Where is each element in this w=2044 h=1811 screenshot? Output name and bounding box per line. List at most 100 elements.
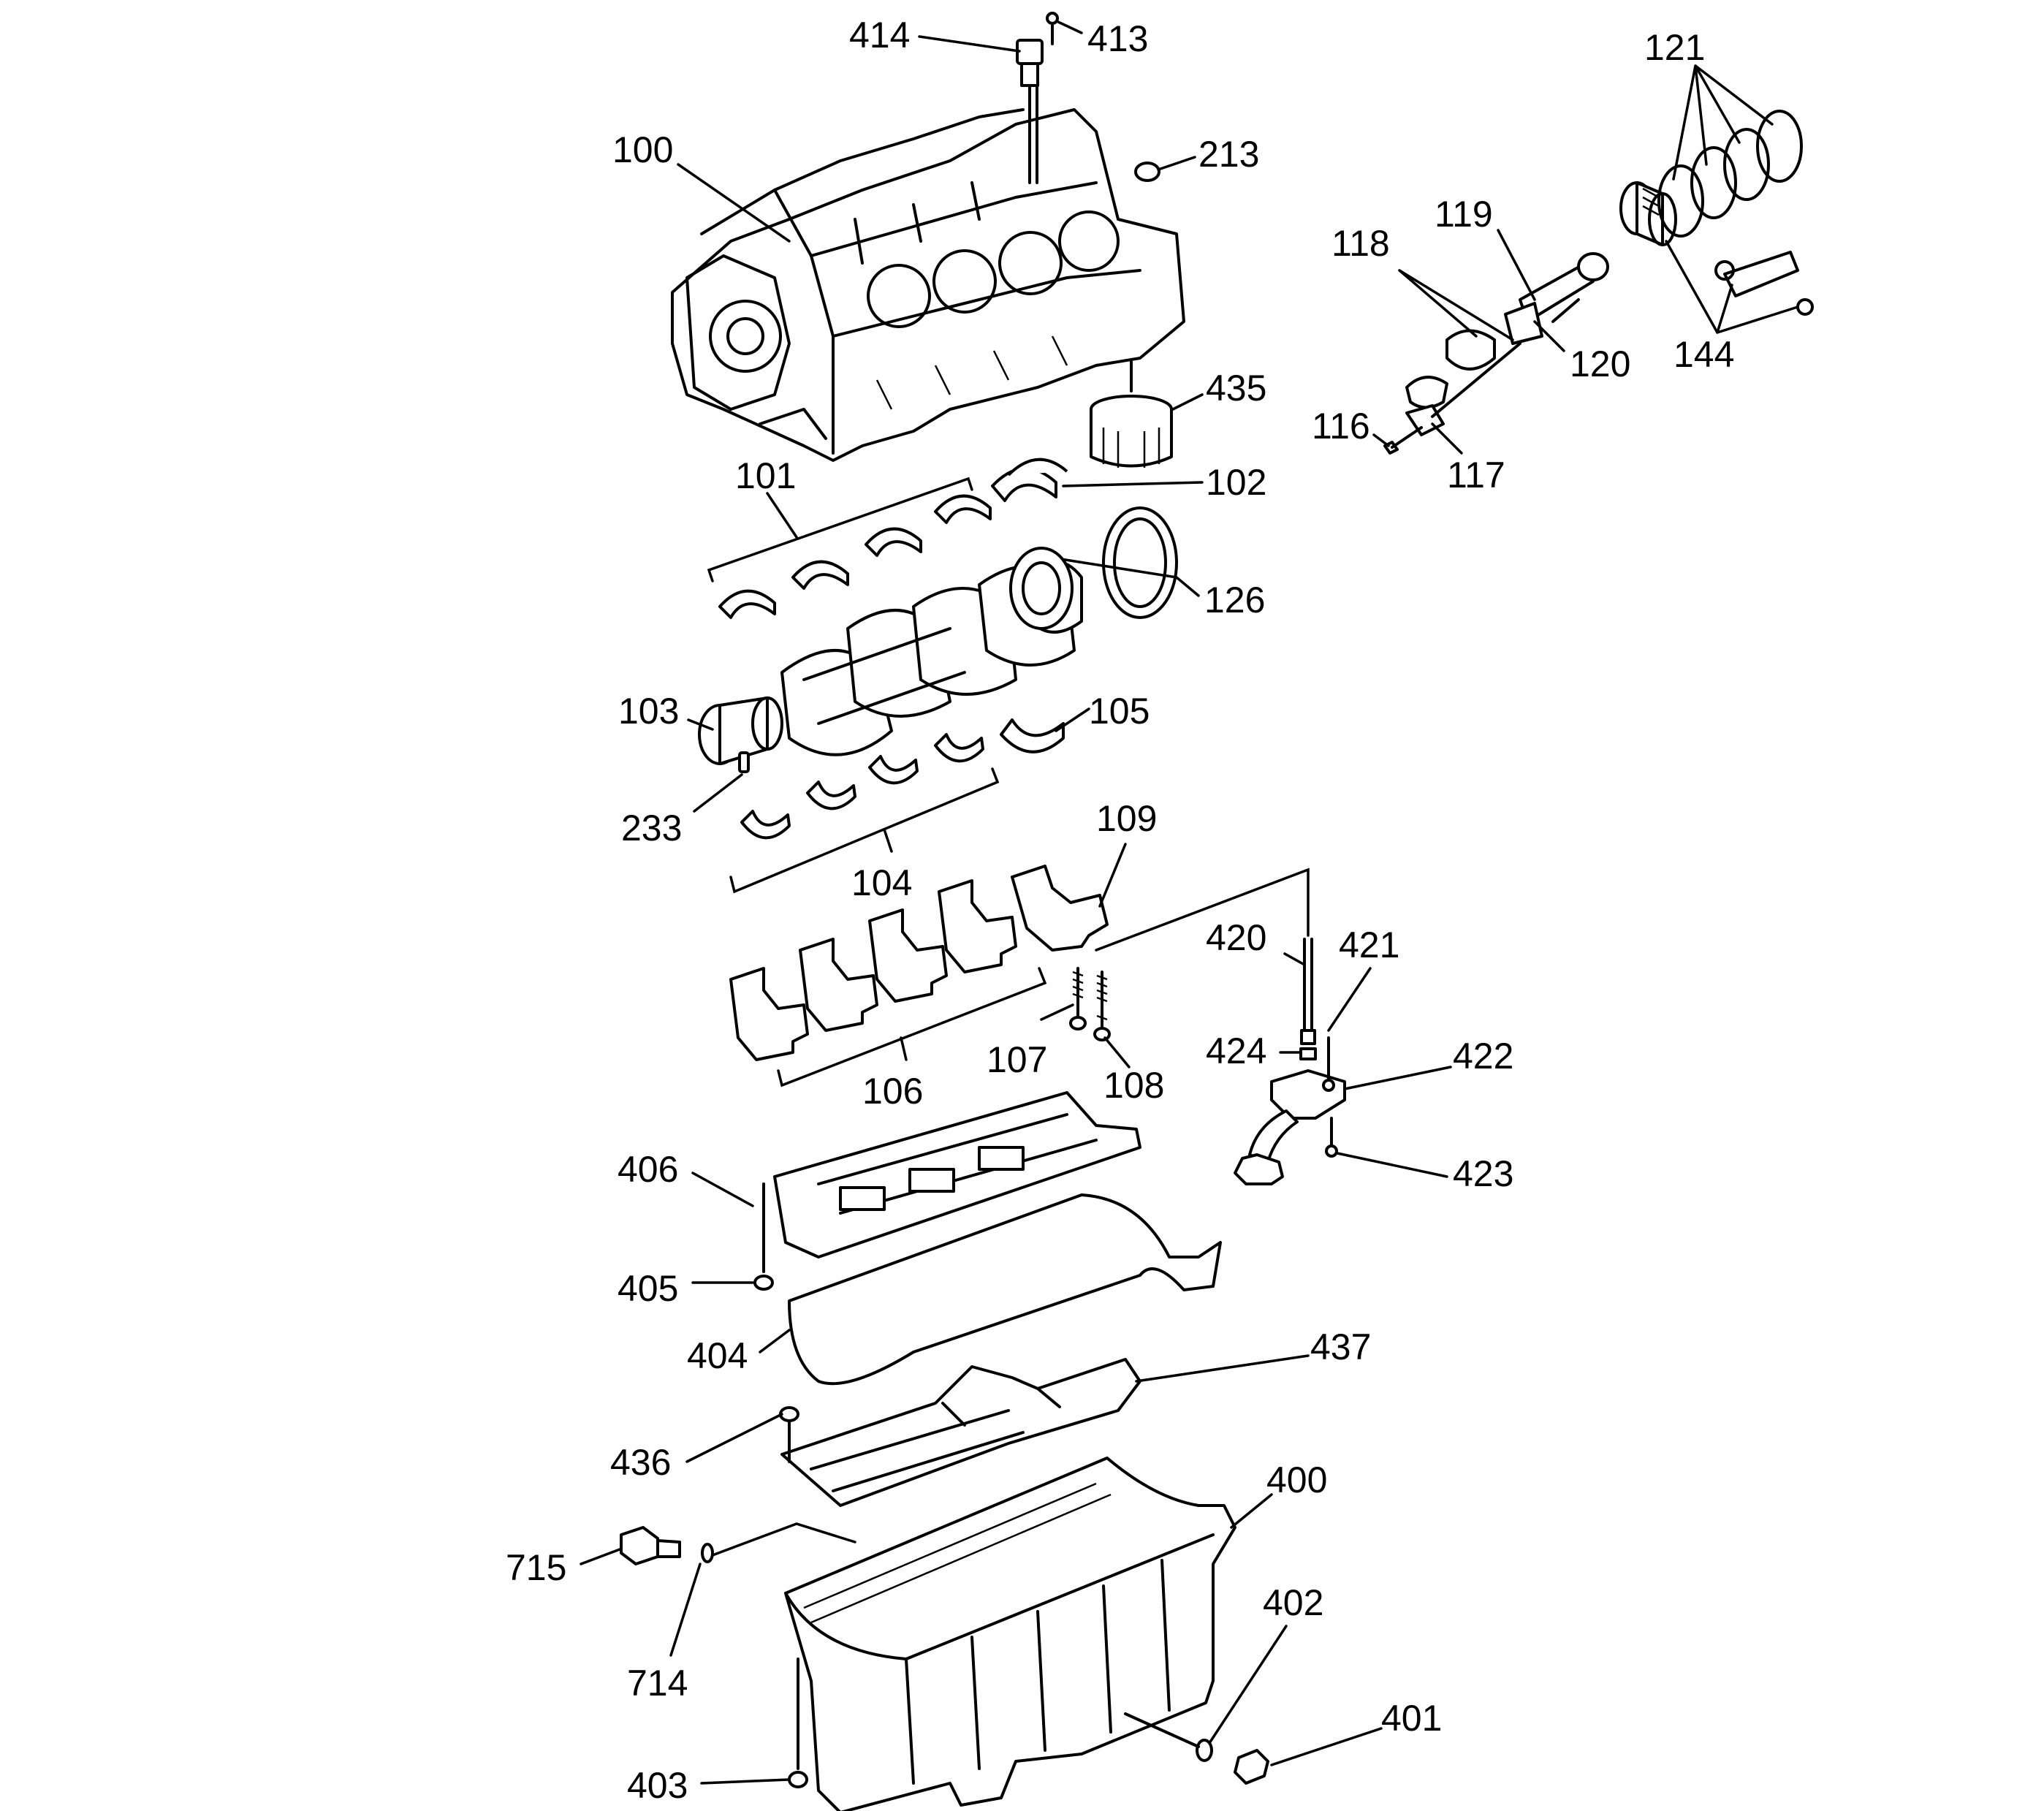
callout-405: 405 bbox=[618, 1268, 678, 1309]
oil-baffle-part bbox=[773, 1091, 1141, 1258]
callout-413: 413 bbox=[1087, 18, 1148, 59]
leader-401 bbox=[1270, 1727, 1383, 1766]
callout-213: 213 bbox=[1198, 134, 1259, 175]
bracket-104 bbox=[729, 767, 1000, 894]
callout-116: 116 bbox=[1312, 406, 1370, 447]
leader-423 bbox=[1336, 1152, 1448, 1178]
callout-420: 420 bbox=[1206, 917, 1266, 958]
leader-120 bbox=[1533, 320, 1565, 352]
callout-100: 100 bbox=[612, 129, 673, 170]
rod-nut-part bbox=[1383, 426, 1423, 455]
main-cap-stud-part bbox=[1093, 971, 1111, 1041]
leader-126 bbox=[1036, 554, 1200, 597]
drain-plug-washer-part bbox=[1124, 1712, 1213, 1762]
callout-109: 109 bbox=[1096, 798, 1157, 839]
callout-421: 421 bbox=[1339, 925, 1399, 965]
leader-101 bbox=[766, 492, 798, 539]
callout-424: 424 bbox=[1206, 1030, 1266, 1071]
callout-233: 233 bbox=[621, 808, 682, 848]
oil-pressure-sensor-part bbox=[1016, 39, 1044, 184]
leader-105 bbox=[1055, 707, 1090, 732]
callout-436: 436 bbox=[610, 1442, 671, 1483]
block-plug-part bbox=[1134, 162, 1160, 182]
callout-104: 104 bbox=[851, 862, 912, 903]
oil-pump-screen-part bbox=[1234, 1069, 1346, 1185]
oil-filter-part bbox=[1090, 360, 1173, 468]
callout-120: 120 bbox=[1570, 343, 1630, 384]
leader-436 bbox=[685, 1413, 783, 1463]
upper-bearing-set-part bbox=[718, 494, 992, 619]
leader-103 bbox=[687, 718, 714, 731]
pump-nut-part bbox=[1325, 1117, 1338, 1158]
leader-400 bbox=[1230, 1493, 1273, 1529]
leader-100 bbox=[677, 163, 791, 243]
leader-437 bbox=[1135, 1354, 1310, 1383]
callout-144: 144 bbox=[1673, 334, 1734, 375]
callout-118: 118 bbox=[1331, 223, 1390, 264]
callout-103: 103 bbox=[618, 691, 679, 732]
leader-715 bbox=[580, 1548, 621, 1565]
callout-401: 401 bbox=[1381, 1698, 1442, 1739]
bracket-106 bbox=[777, 967, 1047, 1087]
oil-pan-bolt-part bbox=[788, 1658, 808, 1788]
leader-108 bbox=[1103, 1036, 1131, 1068]
rear-main-seal-part bbox=[1102, 506, 1178, 619]
leader-sensor-to-pan bbox=[711, 1522, 856, 1557]
rod-bolt-part bbox=[1551, 298, 1580, 323]
main-bearing-caps-part bbox=[729, 879, 1017, 1061]
upper-thrust-bearing-part bbox=[991, 458, 1068, 502]
callout-117: 117 bbox=[1447, 455, 1505, 496]
leader-404 bbox=[759, 1329, 791, 1353]
bracket-101 bbox=[707, 477, 973, 582]
leader-117 bbox=[1431, 422, 1463, 455]
leader-213 bbox=[1157, 156, 1196, 171]
windage-tray-part bbox=[780, 1358, 1141, 1507]
rod-bearing-part bbox=[1405, 329, 1496, 409]
oil-level-sensor-part bbox=[620, 1526, 681, 1565]
drain-plug-part bbox=[1234, 1749, 1269, 1785]
sensor-bolt-part bbox=[1046, 12, 1059, 45]
piston-part bbox=[1619, 181, 1677, 246]
callout-402: 402 bbox=[1263, 1582, 1323, 1623]
leader-106 bbox=[900, 1036, 908, 1061]
leader-414 bbox=[918, 35, 1021, 53]
crankshaft-part bbox=[698, 547, 1083, 765]
sensor-o-ring-part bbox=[701, 1543, 714, 1563]
leader-403 bbox=[700, 1778, 791, 1785]
leader-422 bbox=[1343, 1066, 1452, 1090]
oil-pan-part bbox=[784, 1457, 1236, 1811]
callout-403: 403 bbox=[627, 1765, 688, 1806]
pump-bolt-part bbox=[1322, 1036, 1335, 1092]
lower-thrust-bearing-part bbox=[1000, 718, 1065, 753]
main-cap-bolt-part bbox=[1069, 967, 1087, 1030]
leader-402 bbox=[1208, 1625, 1288, 1744]
rod-cap-part bbox=[1405, 342, 1521, 436]
callout-400: 400 bbox=[1266, 1459, 1327, 1500]
oil-pan-gasket-part bbox=[788, 1193, 1222, 1386]
callout-404: 404 bbox=[687, 1335, 748, 1376]
callout-437: 437 bbox=[1310, 1326, 1371, 1367]
engine-block-part bbox=[671, 108, 1185, 462]
baffle-bolt-part bbox=[753, 1182, 774, 1291]
leader-121 bbox=[1672, 64, 1774, 181]
callout-107: 107 bbox=[987, 1039, 1047, 1080]
callout-406: 406 bbox=[618, 1149, 678, 1190]
leader-102 bbox=[1062, 481, 1204, 487]
pump-shaft-retainer-part bbox=[1299, 1047, 1317, 1060]
callout-435: 435 bbox=[1206, 368, 1266, 409]
connecting-rod-part bbox=[1504, 252, 1609, 345]
callout-714: 714 bbox=[627, 1663, 688, 1704]
lower-bearing-set-part bbox=[740, 733, 984, 840]
piston-pin-part bbox=[1714, 251, 1814, 316]
callout-106: 106 bbox=[862, 1071, 923, 1112]
crank-pin-part bbox=[738, 751, 750, 773]
callout-126: 126 bbox=[1204, 580, 1265, 620]
callout-422: 422 bbox=[1453, 1036, 1513, 1077]
callout-108: 108 bbox=[1103, 1065, 1164, 1106]
leader-116 bbox=[1372, 433, 1390, 447]
callout-101: 101 bbox=[735, 455, 796, 496]
leader-119 bbox=[1497, 229, 1536, 301]
leader-109-420-group bbox=[1095, 867, 1310, 952]
leader-107 bbox=[1040, 1003, 1074, 1021]
leader-413 bbox=[1057, 20, 1083, 34]
